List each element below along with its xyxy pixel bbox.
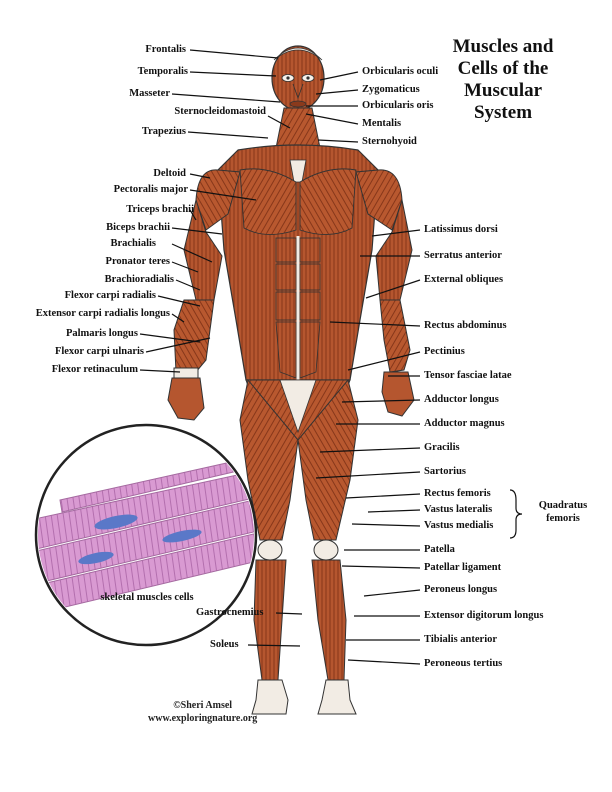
label-pectoralis-major: Pectoralis major xyxy=(113,184,188,195)
label-patellar-ligament: Patellar ligament xyxy=(424,562,502,573)
right-deltoid xyxy=(355,169,403,231)
label-masseter: Masseter xyxy=(129,88,170,99)
label-orbicularis-oris: Orbicularis oris xyxy=(362,100,434,111)
leader-lines xyxy=(139,49,523,665)
label-flexor-carpi-ulnaris: Flexor carpi ulnaris xyxy=(54,346,144,357)
nucleus xyxy=(94,514,138,530)
label-triceps-brachii: Triceps brachii xyxy=(126,204,194,215)
label-soleus: Soleus xyxy=(210,639,239,650)
inset-caption: skeletal muscles cells xyxy=(100,592,194,603)
label-pectinius: Pectinius xyxy=(424,346,465,357)
title-line: Cells of the xyxy=(457,58,549,79)
label-adductor-magnus: Adductor magnus xyxy=(424,418,505,429)
credit-author: ©Sheri Amsel xyxy=(173,700,233,711)
diagram-title: Muscles and Cells of the Muscular System xyxy=(428,36,578,124)
label-vastus-medialis: Vastus medialis xyxy=(424,520,494,531)
label-extensor-digitorum-longus: Extensor digitorum longus xyxy=(424,610,544,621)
nucleus xyxy=(78,551,114,565)
label-deltoid: Deltoid xyxy=(153,168,186,179)
title-line: Muscular xyxy=(463,80,543,101)
label-trapezius: Trapezius xyxy=(141,126,186,137)
title-line: Muscles and xyxy=(452,36,554,57)
label-palmaris-longus: Palmaris longus xyxy=(65,328,138,339)
label-brachialis: Brachialis xyxy=(110,238,156,249)
right-leg xyxy=(297,378,359,715)
label-orbicularis-oculi: Orbicularis oculi xyxy=(362,66,439,77)
label-mentalis: Mentalis xyxy=(362,118,402,129)
label-peroneous-tertius: Peroneous tertius xyxy=(424,658,503,669)
label-external-obliques: External obliques xyxy=(424,274,504,285)
left-deltoid xyxy=(195,169,241,231)
left-arm xyxy=(167,198,223,421)
label-pronator-teres: Pronator teres xyxy=(105,256,170,267)
label-gracilis: Gracilis xyxy=(424,442,460,453)
abdominals xyxy=(275,236,321,380)
left-leg xyxy=(239,378,299,715)
group-label-line: femoris xyxy=(546,513,580,524)
label-latissimus-dorsi: Latissimus dorsi xyxy=(424,224,498,235)
label-tensor-fasciae-latae: Tensor fasciae latae xyxy=(424,370,512,381)
label-zygomaticus: Zygomaticus xyxy=(362,84,420,95)
label-temporalis: Temporalis xyxy=(137,66,188,77)
label-rectus-femoris: Rectus femoris xyxy=(424,488,491,499)
nucleus xyxy=(162,529,202,543)
label-biceps-brachii: Biceps brachii xyxy=(106,222,170,233)
label-serratus-anterior: Serratus anterior xyxy=(424,250,502,261)
label-rectus-abdominus: Rectus abdominus xyxy=(424,320,507,331)
label-tibialis-anterior: Tibialis anterior xyxy=(424,634,498,645)
label-peroneus-longus: Peroneus longus xyxy=(424,584,498,595)
right-arm xyxy=(375,199,415,417)
group-label-quadratus-femoris: Quadratus femoris xyxy=(528,499,598,525)
title-line: System xyxy=(473,102,533,123)
label-adductor-longus: Adductor longus xyxy=(424,394,499,405)
label-vastus-lateralis: Vastus lateralis xyxy=(424,504,493,515)
credit-url: www.exploringnature.org xyxy=(148,713,258,724)
label-gastrocnemius: Gastrocnemius xyxy=(196,607,264,618)
label-extensor-carpi-radialis-longus: Extensor carpi radialis longus xyxy=(35,308,170,319)
label-flexor-carpi-radialis: Flexor carpi radialis xyxy=(64,290,156,301)
label-sternocleidomastoid: Sternocleidomastoid xyxy=(174,106,266,117)
group-label-line: Quadratus xyxy=(538,500,588,511)
label-sternohyoid: Sternohyoid xyxy=(362,136,417,147)
label-patella: Patella xyxy=(424,544,455,555)
label-sartorius: Sartorius xyxy=(424,466,466,477)
label-frontalis: Frontalis xyxy=(145,44,186,55)
muscle-cell-inset xyxy=(34,423,258,647)
neck xyxy=(275,107,321,149)
credit: ©Sheri Amsel www.exploringnature.org xyxy=(148,699,257,725)
label-brachioradialis: Brachioradialis xyxy=(104,274,174,285)
label-flexor-retinaculum: Flexor retinaculum xyxy=(51,364,138,375)
head xyxy=(271,45,325,111)
